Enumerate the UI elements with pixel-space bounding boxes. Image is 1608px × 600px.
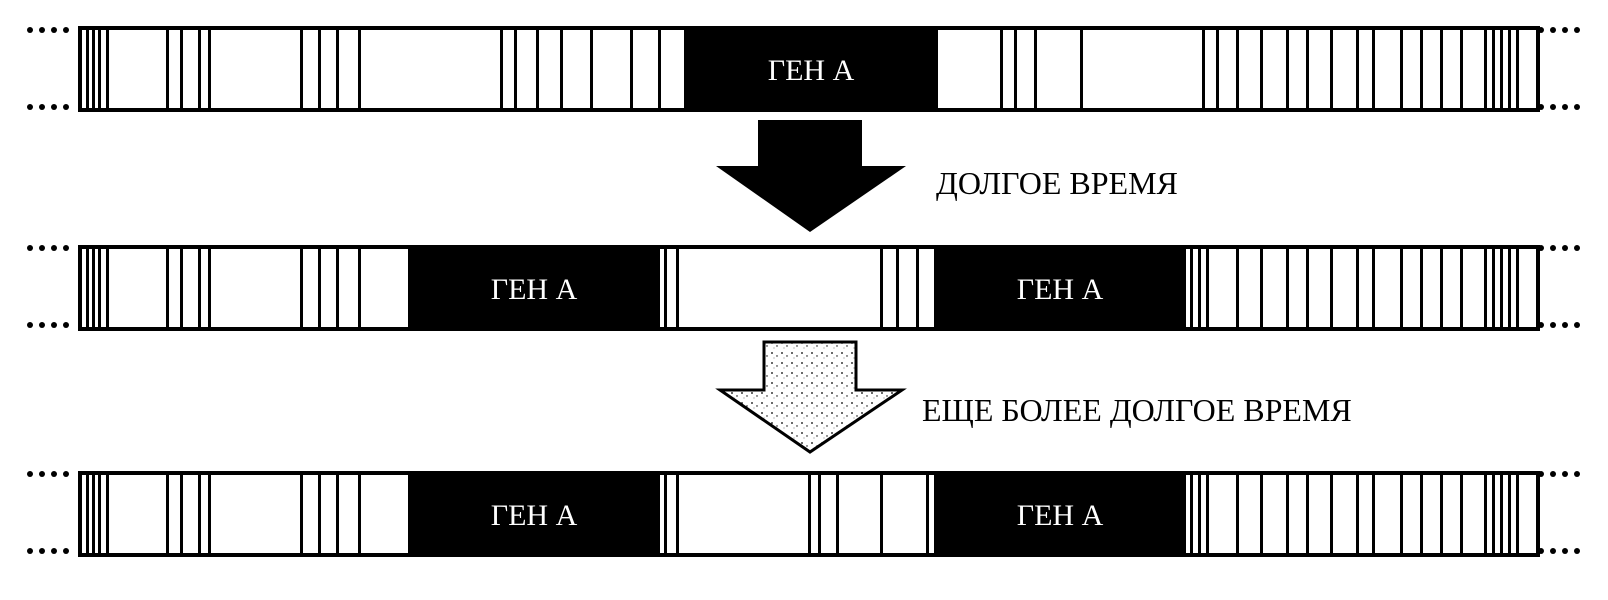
strip-3-right-ellipsis (1538, 471, 1580, 554)
strip-1-left-ellipsis (27, 27, 69, 110)
strip-2-gene-a-label-1: ГЕН А (491, 273, 578, 306)
solid-down-arrow-icon (716, 120, 906, 232)
chromosome-strip-3: ГЕН А ГЕН А (27, 471, 1580, 557)
strip-2-left-ellipsis (27, 245, 69, 328)
strip-3-gene-a-block-1 (408, 473, 660, 555)
strip-2-gene-a-label-2: ГЕН А (1017, 273, 1104, 306)
arrow-even-longer-time: ЕЩЕ БОЛЕЕ ДОЛГОЕ ВРЕМЯ (715, 340, 1352, 454)
chromosome-strip-1: ГЕН А (27, 26, 1580, 112)
arrow-long-time: ДОЛГОЕ ВРЕМЯ (716, 120, 1178, 232)
arrow-long-time-label: ДОЛГОЕ ВРЕМЯ (936, 165, 1178, 201)
speckled-down-arrow-icon (715, 340, 907, 454)
strip-2-gene-a-block-2 (934, 247, 1186, 329)
strip-2-bands (86, 247, 1519, 329)
strip-3-bands (86, 473, 1519, 555)
strip-2-right-ellipsis (1538, 245, 1580, 328)
strip-2-body (78, 245, 1540, 331)
strip-1-right-ellipsis (1538, 27, 1580, 110)
arrow-even-longer-time-label: ЕЩЕ БОЛЕЕ ДОЛГОЕ ВРЕМЯ (922, 392, 1352, 428)
strip-1-bands (86, 28, 1519, 110)
strip-3-left-ellipsis (27, 471, 69, 554)
strip-1-gene-a-block (684, 28, 938, 110)
strip-2-gene-a-block-1 (408, 247, 660, 329)
strip-3-gene-a-block-2 (934, 473, 1186, 555)
strip-3-gene-a-label-1: ГЕН А (491, 499, 578, 532)
strip-3-gene-a-label-2: ГЕН А (1017, 499, 1104, 532)
strip-1-gene-a-label: ГЕН А (768, 54, 855, 87)
chromosome-strip-2: ГЕН А ГЕН А (27, 245, 1580, 331)
